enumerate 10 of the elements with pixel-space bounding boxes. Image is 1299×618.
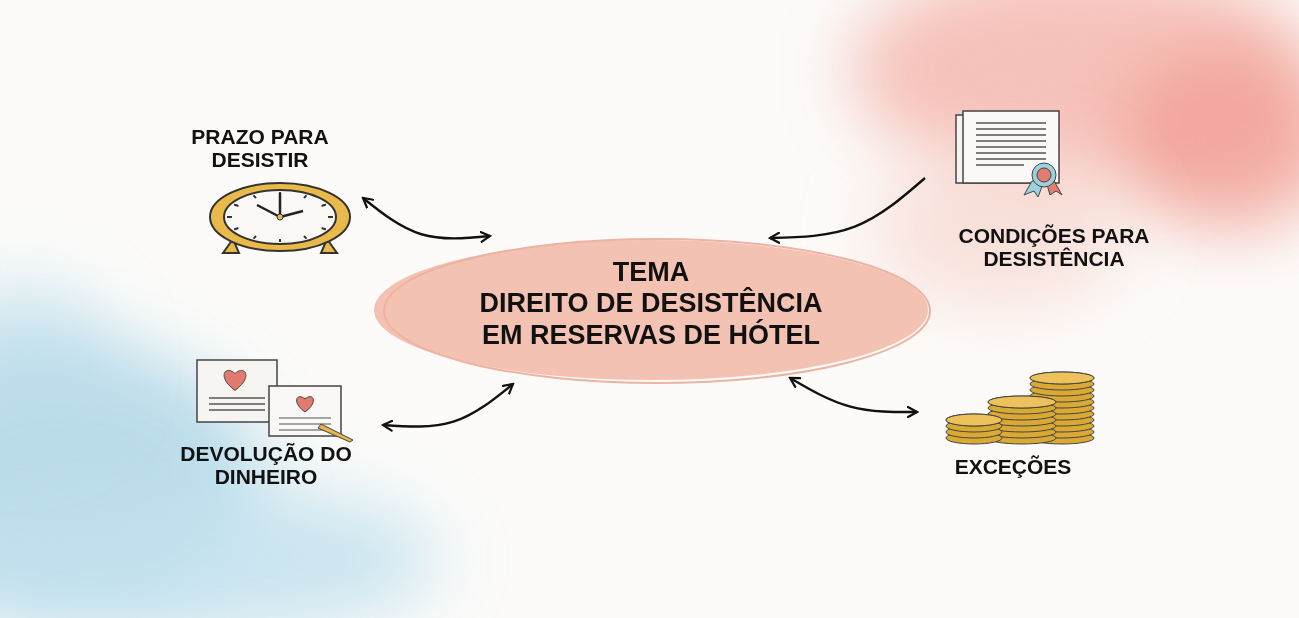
theme-heading: TEMA [611,256,691,287]
topic-label: EXCEÇÕES [953,455,1073,478]
arrow [768,177,926,244]
topic-label: DEVOLUÇÃO DO DINHEIRO [179,442,353,488]
double-arrow [788,376,919,419]
double-arrow [381,382,515,432]
double-arrow [361,196,492,243]
topic-label: CONDIÇÕES PARA DESISTÊNCIA [957,224,1151,270]
topic-label: PRAZO PARA DESISTIR [190,125,330,171]
theme-title: DIREITO DE DESISTÊNCIA EM RESERVAS DE HÓTEL [478,287,824,351]
